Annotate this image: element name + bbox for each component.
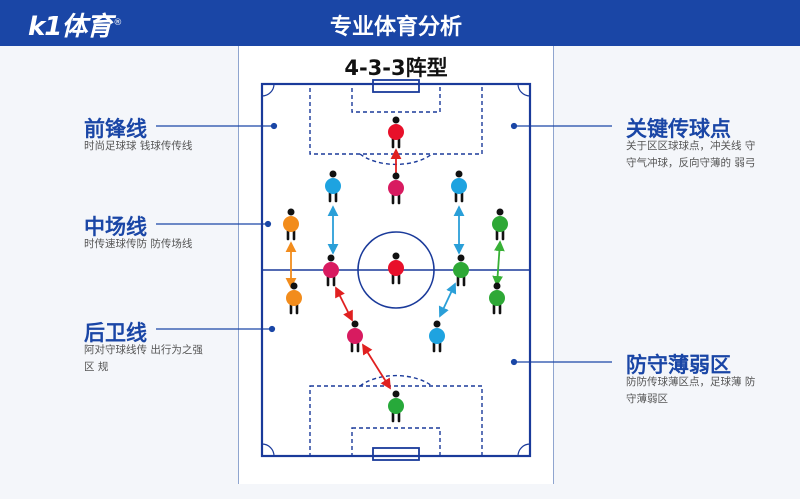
player-head — [493, 282, 501, 290]
arrow-right-back — [492, 240, 505, 287]
player-right-back — [492, 208, 508, 241]
player-center-back-right — [429, 320, 445, 353]
player-head — [329, 170, 337, 178]
connector-weak-zone-dot — [510, 358, 518, 366]
arrow-mid-to-cb — [335, 286, 353, 322]
player-head — [327, 254, 335, 262]
player-goalkeeper — [388, 390, 404, 423]
player-legs — [391, 137, 401, 149]
player-body — [453, 262, 469, 278]
label-weak-zone-title: 防守薄弱区 — [626, 353, 731, 377]
player-legs — [326, 275, 336, 287]
player-head — [457, 254, 465, 262]
player-head — [455, 170, 463, 178]
formation-title: 4-3-3阵型 — [344, 56, 448, 80]
connector-forward-dot — [270, 122, 278, 130]
player-body — [388, 260, 404, 276]
player-midfield-center — [388, 172, 404, 205]
corner-arc-tr — [517, 83, 531, 97]
player-head — [433, 320, 441, 328]
top-goal — [372, 79, 420, 93]
player-legs — [454, 191, 464, 203]
player-head — [392, 390, 400, 398]
top-goal-box — [351, 83, 441, 113]
label-key-points-desc: 关于区区球球点，冲关线 守守气冲球，反向守薄的 弱弓 — [626, 140, 756, 169]
player-forward-left — [325, 170, 341, 203]
player-legs — [432, 341, 442, 353]
players — [283, 116, 508, 423]
player-head — [351, 320, 359, 328]
label-defense-title: 后卫线 — [84, 321, 147, 345]
player-forward-center — [388, 116, 404, 149]
player-body — [388, 398, 404, 414]
label-forward-desc: 时尚足球球 钱球传传线 — [84, 140, 193, 152]
player-body — [347, 328, 363, 344]
brand-logo[interactable]: k1体育® — [28, 6, 122, 43]
connector-key-points-dot — [510, 122, 518, 130]
corner-arc-bl — [261, 443, 275, 457]
page-title: 专业体育分析 — [329, 15, 462, 40]
player-legs — [495, 229, 505, 241]
label-connectors — [156, 122, 612, 366]
label-midfield-title: 中场线 — [84, 215, 147, 239]
player-legs — [391, 273, 401, 285]
player-legs — [350, 341, 360, 353]
corner-arc-tl — [261, 83, 275, 97]
bottom-goal — [372, 447, 420, 461]
player-body — [283, 216, 299, 232]
connector-defense-dot — [268, 325, 276, 333]
player-legs — [286, 229, 296, 241]
player-forward-right — [451, 170, 467, 203]
label-key-points-title: 关键传球点 — [626, 117, 731, 141]
player-body — [323, 262, 339, 278]
player-left-back-low — [286, 282, 302, 315]
label-weak-zone-desc: 防防传球薄区点，足球薄 防守薄弱区 — [626, 376, 756, 405]
player-body — [429, 328, 445, 344]
player-legs — [456, 275, 466, 287]
label-defense-desc: 阿对守球线传 出行为之强区 规 — [84, 344, 203, 373]
connector-midfield-dot — [264, 220, 272, 228]
label-forward-title: 前锋线 — [84, 117, 147, 141]
player-body — [286, 290, 302, 306]
arrow-right-mid-to-cb — [438, 282, 457, 318]
registered-mark: ® — [113, 18, 122, 29]
player-right-back-low — [489, 282, 505, 315]
player-body — [492, 216, 508, 232]
player-midfield-left — [323, 254, 339, 287]
player-legs — [391, 411, 401, 423]
bottom-penalty-box — [309, 385, 483, 457]
corner-arc-br — [517, 443, 531, 457]
player-center-back-left — [347, 320, 363, 353]
player-midfield-right — [453, 254, 469, 287]
bottom-goal-box — [351, 427, 441, 457]
player-body — [325, 178, 341, 194]
player-center-circle — [388, 252, 404, 285]
player-left-back — [283, 208, 299, 241]
player-body — [451, 178, 467, 194]
header-bar — [0, 0, 800, 46]
arrow-cb-to-keeper — [362, 343, 391, 390]
bottom-penalty-arc — [359, 374, 433, 387]
player-legs — [328, 191, 338, 203]
brand-logo-text: k1体育 — [28, 12, 112, 42]
player-head — [496, 208, 504, 216]
player-head — [290, 282, 298, 290]
center-circle — [357, 231, 435, 309]
label-midfield-desc: 时传速球传防 防传场线 — [84, 238, 193, 250]
player-head — [287, 208, 295, 216]
pass-arrows — [285, 148, 505, 390]
player-head — [392, 252, 400, 260]
player-head — [392, 116, 400, 124]
player-body — [489, 290, 505, 306]
player-legs — [492, 303, 502, 315]
player-body — [388, 124, 404, 140]
player-body — [388, 180, 404, 196]
player-legs — [289, 303, 299, 315]
player-legs — [391, 193, 401, 205]
player-head — [392, 172, 400, 180]
